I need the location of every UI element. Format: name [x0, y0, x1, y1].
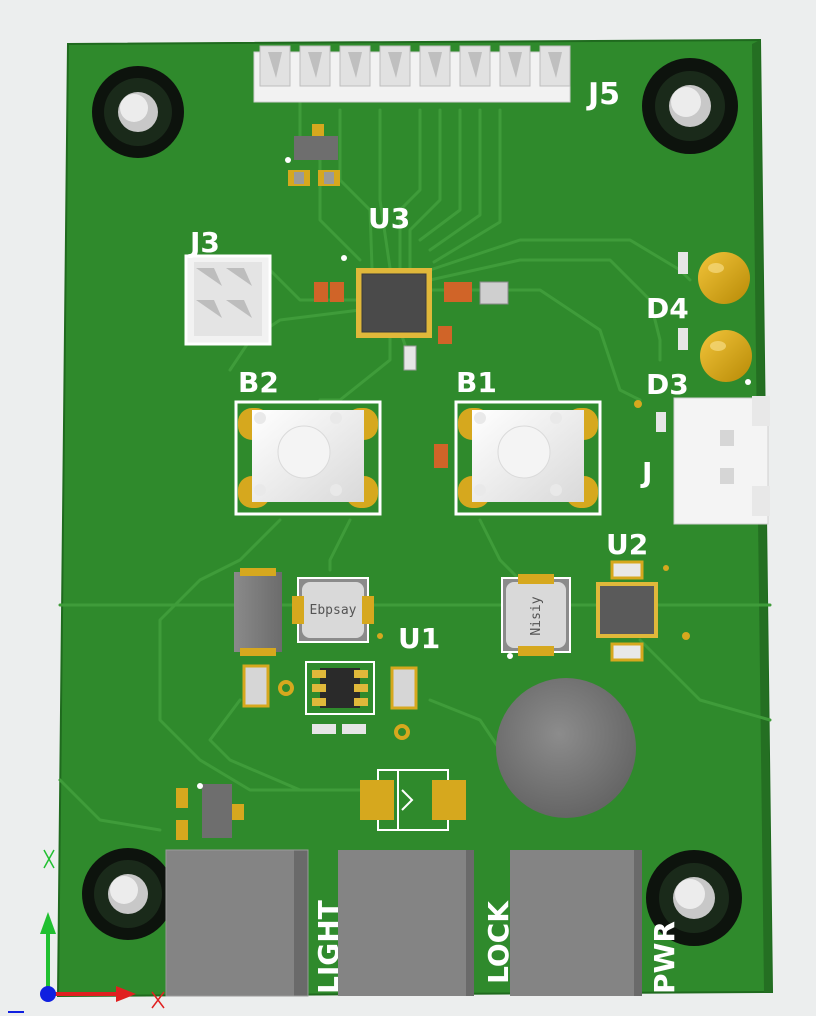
- button-b2[interactable]: [234, 400, 382, 516]
- label-j-right: J: [640, 456, 652, 489]
- connector-j-right[interactable]: [656, 396, 770, 525]
- button-b1[interactable]: [454, 400, 602, 516]
- ic-u3[interactable]: [356, 268, 432, 338]
- ic-u2[interactable]: [596, 560, 658, 662]
- label-j5: J5: [586, 77, 620, 112]
- led-d3[interactable]: [678, 328, 752, 382]
- ic-u1[interactable]: [278, 661, 410, 740]
- led-d4[interactable]: [678, 252, 750, 304]
- inductor-right[interactable]: Nisiy: [501, 574, 571, 656]
- mounting-hole-icon: [82, 58, 742, 946]
- label-lock: LOCK: [482, 900, 515, 984]
- xyz-axis-icon: [8, 849, 165, 1013]
- switch-light[interactable]: [165, 849, 309, 997]
- transistor-q-top[interactable]: [288, 124, 340, 186]
- label-u2: U2: [606, 528, 648, 561]
- label-pwr: PWR: [648, 921, 681, 994]
- diode-d[interactable]: [360, 769, 466, 831]
- switch-pwr[interactable]: [510, 850, 642, 996]
- capacitor-large-left[interactable]: [234, 568, 282, 656]
- connector-j5[interactable]: [253, 45, 571, 103]
- label-b1: B1: [456, 366, 497, 399]
- vias: [377, 400, 690, 640]
- resistors-u3[interactable]: [314, 281, 509, 468]
- coin-cell-buzzer[interactable]: [496, 678, 636, 818]
- inductor-left[interactable]: Ebpsay: [292, 577, 374, 643]
- label-b2: B2: [238, 366, 279, 399]
- capacitors-u1[interactable]: [242, 664, 418, 734]
- switch-lock[interactable]: [338, 850, 474, 996]
- connector-j3[interactable]: [184, 254, 272, 346]
- label-j3: J3: [188, 226, 220, 259]
- label-u3: U3: [368, 202, 410, 235]
- inductor-right-marking: Nisiy: [529, 596, 544, 635]
- label-d3: D3: [646, 368, 689, 401]
- transistor-q-bottom[interactable]: [176, 784, 244, 840]
- label-u1: U1: [398, 622, 440, 655]
- label-d4: D4: [646, 292, 689, 325]
- inductor-left-marking: Ebpsay: [310, 603, 357, 618]
- silkscreen-dots: [197, 157, 751, 789]
